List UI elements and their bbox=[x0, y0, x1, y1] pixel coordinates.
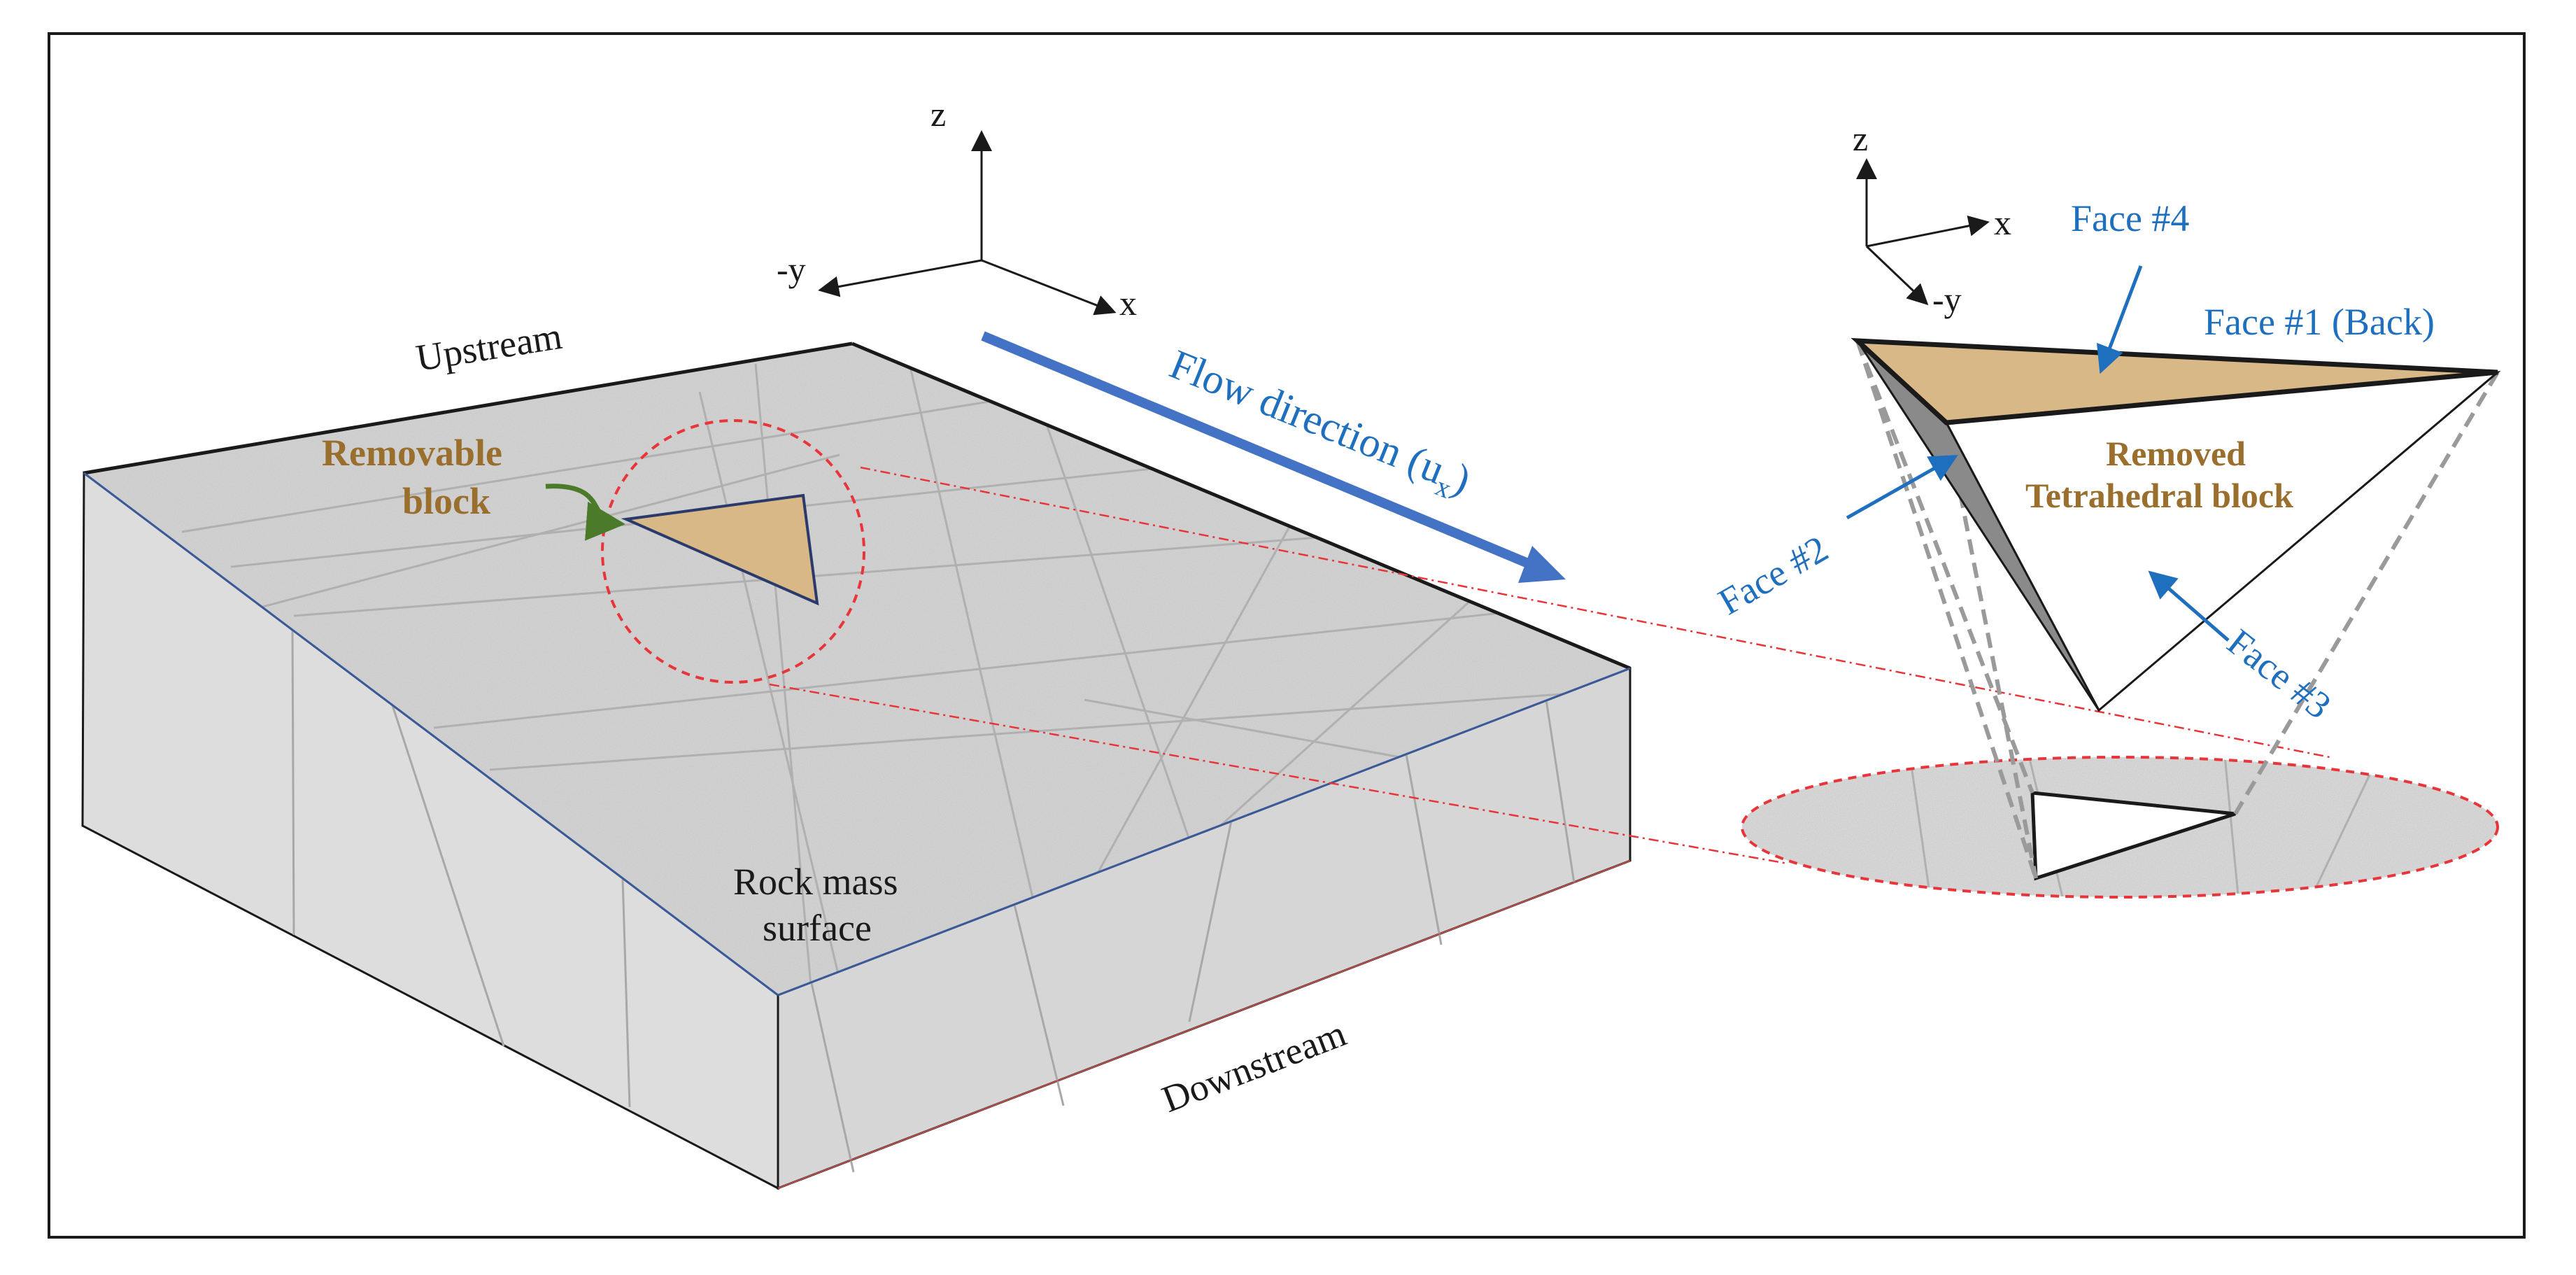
upstream-label: Upstream bbox=[413, 315, 565, 379]
axis-x-label: x bbox=[1119, 283, 1137, 323]
side-fractures bbox=[291, 628, 1576, 1173]
selection-circle bbox=[601, 419, 865, 684]
axis-z-label: z bbox=[930, 94, 946, 134]
arrow-right-icon bbox=[981, 331, 1555, 579]
surface-label: surface bbox=[763, 907, 872, 949]
axis-x-right-label: x bbox=[1994, 203, 2011, 242]
figure-frame bbox=[48, 32, 2526, 1239]
face2-label: Face #2 bbox=[1711, 528, 1835, 624]
curved-arrow-icon bbox=[545, 484, 625, 541]
base-ellipse bbox=[1741, 756, 2499, 899]
tetra-face-front bbox=[1944, 371, 2501, 712]
axis-triad-main bbox=[818, 130, 1117, 316]
axis-neg-y-right-label: -y bbox=[1932, 280, 1962, 319]
face1-label: Face #1 (Back) bbox=[2204, 301, 2435, 343]
axis-z-right-label: z bbox=[1853, 119, 1868, 158]
tetrahedral-block-label: Tetrahedral block bbox=[2025, 476, 2293, 515]
removable-label: Removable bbox=[322, 432, 502, 474]
base-triangle bbox=[2030, 791, 2236, 881]
face4-label: Face #4 bbox=[2071, 197, 2189, 239]
removable-block-triangle bbox=[621, 493, 819, 606]
axis-triad-right bbox=[1856, 158, 1990, 306]
face3-label: Face #3 bbox=[2220, 621, 2339, 727]
tetrahedral-block bbox=[1850, 338, 2501, 712]
projection-lines bbox=[769, 466, 2330, 865]
rock-mass-label: Rock mass bbox=[733, 861, 898, 903]
block-label: block bbox=[402, 480, 490, 522]
tetra-face-top bbox=[1850, 338, 2498, 425]
axis-neg-y-label: -y bbox=[777, 250, 806, 289]
removed-label: Removed bbox=[2106, 434, 2246, 473]
face-pointer-arrows bbox=[1846, 265, 2230, 642]
